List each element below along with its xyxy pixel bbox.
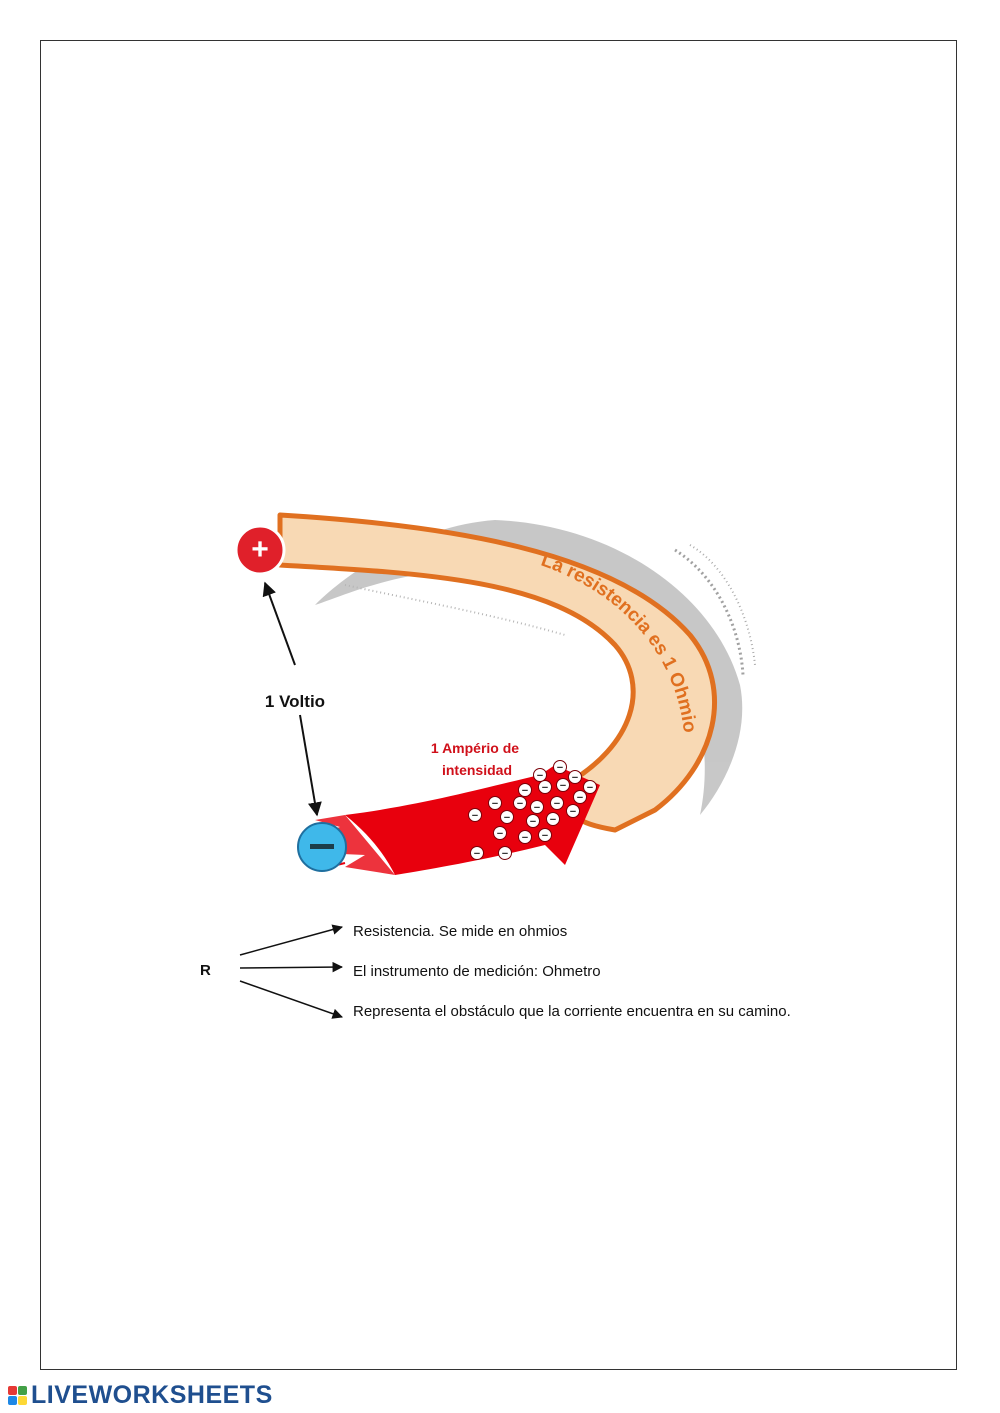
electron-symbol: − (587, 782, 593, 794)
page-frame (40, 40, 957, 1370)
current-label-line1: 1 Ampério de (431, 740, 519, 756)
minus-terminal (297, 822, 347, 872)
electron-circle (583, 780, 597, 794)
electron: − (573, 790, 587, 804)
electron-symbol: − (522, 832, 528, 844)
electron: − (553, 760, 567, 774)
electron-symbol: − (560, 780, 566, 792)
voltage-arrow-down (299, 714, 322, 817)
arrow-to-definition-3 (239, 980, 343, 1019)
brand-name: LIVEWORKSHEETS (31, 1380, 273, 1409)
electron-circle (493, 826, 507, 840)
electron: − (568, 770, 582, 784)
logo-square-1 (8, 1385, 17, 1395)
electron-symbol: − (472, 810, 478, 822)
electron-circle (556, 778, 570, 792)
electron-symbol: − (504, 812, 510, 824)
electron: − (533, 768, 547, 782)
plus-symbol: + (251, 533, 269, 566)
electron-symbol: − (550, 814, 556, 826)
electron: − (488, 796, 502, 810)
electron-circle (498, 846, 512, 860)
electron-circle (566, 804, 580, 818)
electron-symbol: − (474, 848, 480, 860)
plus-terminal: + (234, 524, 286, 576)
logo-square-4 (18, 1395, 27, 1405)
electron-circle (488, 796, 502, 810)
electron: − (518, 783, 532, 797)
electron: − (546, 812, 560, 826)
electron-symbol: − (577, 792, 583, 804)
resistance-diagram: La resistencia es 1 Ohmio −−−−−−−−−−−−−−… (234, 512, 756, 875)
electron: − (468, 808, 482, 822)
electron-circle (513, 796, 527, 810)
conductor-band (277, 512, 717, 833)
electron-symbol: − (534, 802, 540, 814)
brand-logo-icon (8, 1385, 27, 1405)
electron-symbol: − (497, 828, 503, 840)
electron-symbol: − (492, 798, 498, 810)
electron-symbol: − (554, 798, 560, 810)
definition-1: Resistencia. Se mide en ohmios (353, 923, 568, 940)
electron-symbol: − (570, 806, 576, 818)
definition-arrows (239, 924, 344, 1019)
electron: − (556, 778, 570, 792)
electron-symbol: − (542, 830, 548, 842)
logo-square-2 (18, 1385, 27, 1395)
electron: − (493, 826, 507, 840)
electron-circle (530, 800, 544, 814)
electron: − (498, 846, 512, 860)
arrow-to-definition-2 (239, 961, 344, 973)
electron-circle (546, 812, 560, 826)
electron: − (538, 828, 552, 842)
electron: − (538, 780, 552, 794)
definition-2: El instrumento de medición: Ohmetro (353, 963, 601, 980)
electron-symbol: − (572, 772, 578, 784)
electron-symbol: − (522, 785, 528, 797)
electron-circle (538, 780, 552, 794)
logo-square-3 (8, 1395, 17, 1405)
electron-circle (533, 768, 547, 782)
current-label-line2: intensidad (442, 762, 512, 778)
electron: − (526, 814, 540, 828)
electron-symbol: − (542, 782, 548, 794)
resistance-symbol: R (200, 962, 211, 979)
electron: − (583, 780, 597, 794)
electron-circle (518, 783, 532, 797)
electron-symbol: − (537, 770, 543, 782)
electron-circle (550, 796, 564, 810)
electron-circle (526, 814, 540, 828)
electron: − (513, 796, 527, 810)
electron: − (470, 846, 484, 860)
arrow-to-definition-1 (239, 924, 344, 956)
electron-symbol: − (530, 816, 536, 828)
electron: − (550, 796, 564, 810)
electron-circle (573, 790, 587, 804)
electron-symbol: − (502, 848, 508, 860)
electron-circle (568, 770, 582, 784)
electron-circle (553, 760, 567, 774)
electron-circle (500, 810, 514, 824)
minus-symbol (310, 844, 334, 849)
electron-circle (468, 808, 482, 822)
voltage-label: 1 Voltio (265, 692, 325, 711)
definition-3: Representa el obstáculo que la corriente… (353, 1003, 791, 1020)
electron-symbol: − (557, 762, 563, 774)
electron: − (566, 804, 580, 818)
electron: − (500, 810, 514, 824)
electron: − (530, 800, 544, 814)
electron-circle (538, 828, 552, 842)
electron: − (518, 830, 532, 844)
electron-symbol: − (517, 798, 523, 810)
electron-circle (470, 846, 484, 860)
electron-circle (518, 830, 532, 844)
footer-brand[interactable]: LIVEWORKSHEETS (8, 1380, 273, 1410)
voltage-arrow (262, 581, 296, 666)
electrons-group: −−−−−−−−−−−−−−−−−−−−−− (468, 760, 597, 860)
